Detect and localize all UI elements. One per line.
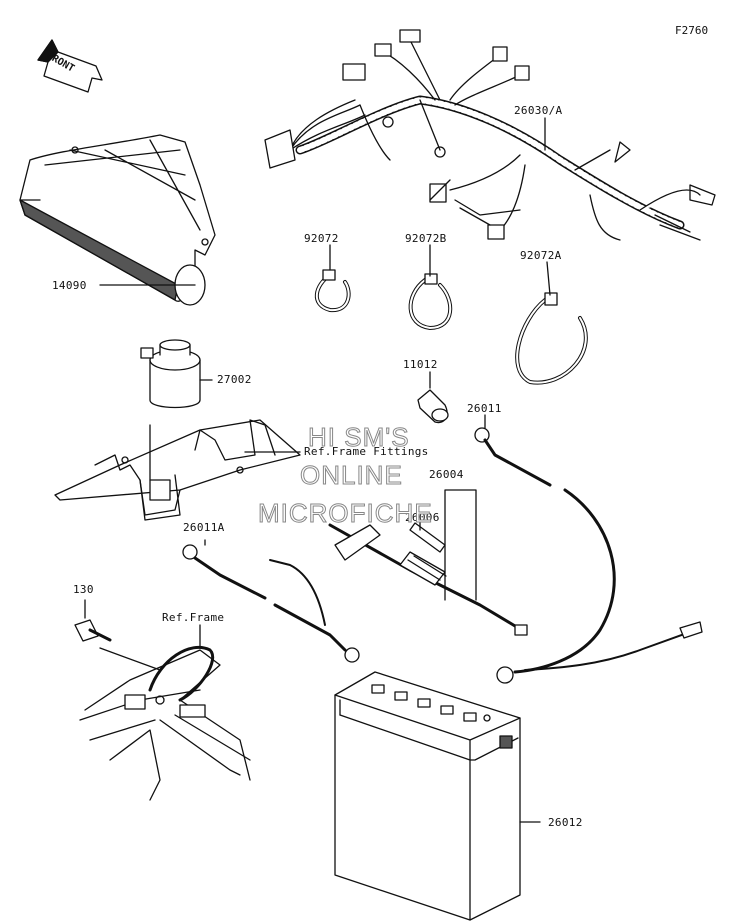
- part-label-ref-frame-fittings: Ref.Frame Fittings: [304, 445, 429, 458]
- watermark-line-3: MICROFICHE: [258, 498, 433, 529]
- cable-part-26004: [328, 489, 528, 636]
- part-label-92072B: 92072B: [405, 232, 447, 245]
- part-label-26011: 26011: [467, 402, 502, 415]
- cap-part-11012: [417, 371, 449, 424]
- clamp-92072: [314, 269, 351, 313]
- part-label-26030A: 26030/A: [514, 104, 563, 117]
- figure-code: F2760: [675, 24, 709, 37]
- part-label-26011A: 26011A: [183, 521, 225, 534]
- clamp-92072A: [515, 292, 588, 385]
- part-label-14090: 14090: [52, 279, 87, 292]
- part-label-ref-frame: Ref.Frame: [162, 611, 225, 624]
- cover-part-14090: [19, 134, 216, 306]
- part-label-11012: 11012: [403, 358, 438, 371]
- part-label-92072A: 92072A: [520, 249, 562, 262]
- watermark-line-2: ONLINE: [300, 460, 403, 491]
- part-label-26012: 26012: [548, 816, 583, 829]
- frame-reference: [79, 624, 251, 801]
- relay-part-27002: [140, 339, 213, 409]
- clamp-92072B: [408, 273, 453, 330]
- bolt-part-130: [74, 599, 161, 671]
- cable-part-26011: [474, 414, 703, 684]
- part-label-26006: 26006: [405, 511, 440, 524]
- part-label-130: 130: [73, 583, 94, 596]
- front-arrow-icon: [37, 39, 103, 93]
- cable-part-26011A: [182, 539, 360, 663]
- part-label-27002: 27002: [217, 373, 252, 386]
- battery-part-26012: [334, 671, 541, 921]
- bracket-ref-frame-fittings: [54, 419, 301, 521]
- fuse-part-26006: [409, 519, 446, 553]
- part-label-26004: 26004: [429, 468, 464, 481]
- watermark-line-1: HI SM'S: [308, 422, 410, 453]
- part-label-92072: 92072: [304, 232, 339, 245]
- leader-lines: [99, 117, 551, 296]
- wiring-harness-26030A: [264, 29, 716, 241]
